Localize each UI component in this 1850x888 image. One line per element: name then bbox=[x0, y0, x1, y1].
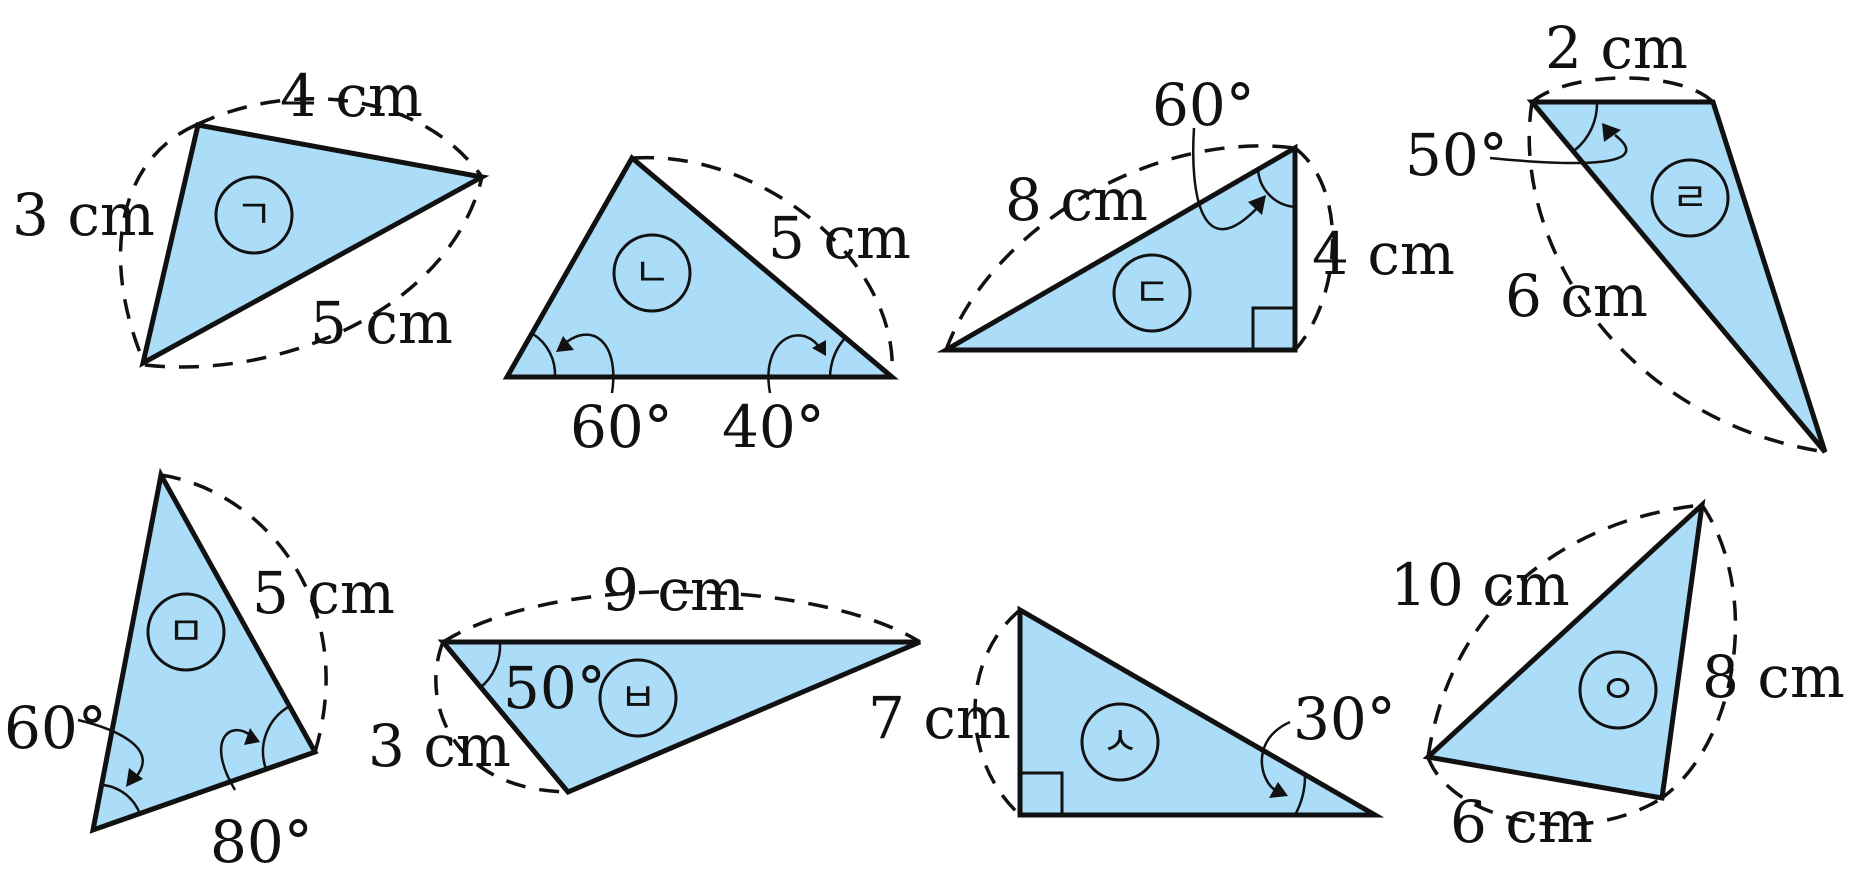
side-label: 6 cm bbox=[1505, 262, 1648, 330]
dimension-arc bbox=[442, 589, 921, 644]
triangle-bieup: ㅂ 9 cm 50° 3 cm bbox=[368, 556, 921, 796]
arrow-icon bbox=[1602, 123, 1621, 142]
side-label: 3 cm bbox=[12, 181, 155, 249]
triangle-shape bbox=[502, 154, 899, 380]
tag-mieum: ㅁ bbox=[168, 609, 205, 655]
side-label: 2 cm bbox=[1545, 14, 1688, 82]
side-label: 4 cm bbox=[1312, 220, 1455, 288]
dimension-arc bbox=[633, 155, 894, 378]
angle-label: 40° bbox=[722, 393, 825, 461]
dimension-arc bbox=[1293, 146, 1335, 352]
right-angle-mark bbox=[1251, 306, 1297, 352]
tag-circle bbox=[1650, 158, 1730, 238]
triangle-shape bbox=[1017, 605, 1385, 818]
tag-ieung: ㅇ bbox=[1600, 667, 1637, 713]
angle-label: 60° bbox=[4, 694, 107, 762]
angle-leader bbox=[1489, 134, 1628, 165]
side-label: 4 cm bbox=[280, 62, 423, 130]
tag-digeut: ㄷ bbox=[1134, 270, 1171, 316]
arrow-icon bbox=[1269, 782, 1288, 798]
tag-circle bbox=[598, 658, 678, 738]
triangle-shape bbox=[437, 639, 921, 796]
angle-label: 50° bbox=[1405, 121, 1508, 189]
angle-arc bbox=[261, 704, 291, 770]
tag-rieul: ㄹ bbox=[1672, 175, 1709, 221]
angle-arc bbox=[532, 332, 557, 378]
side-label: 5 cm bbox=[768, 204, 911, 272]
triangle-shape bbox=[89, 467, 319, 834]
tag-siot: ㅅ bbox=[1102, 719, 1139, 765]
triangle-giyeok: ㄱ 3 cm 4 cm 5 cm bbox=[12, 62, 490, 369]
angle-label: 30° bbox=[1293, 685, 1396, 753]
side-label: 5 cm bbox=[310, 289, 453, 357]
tag-circle bbox=[214, 175, 294, 255]
angle-leader bbox=[561, 333, 615, 394]
angle-label: 60° bbox=[570, 393, 673, 461]
tag-circle bbox=[1112, 253, 1192, 333]
side-label: 7 cm bbox=[868, 684, 1011, 752]
dimension-arc bbox=[973, 608, 1022, 817]
tag-bieup: ㅂ bbox=[620, 675, 657, 721]
triangle-rieul: ㄹ 2 cm 50° 6 cm bbox=[1405, 14, 1828, 454]
side-label: 5 cm bbox=[252, 559, 395, 627]
angle-leader bbox=[219, 729, 251, 791]
tag-circle bbox=[146, 592, 226, 672]
angle-arc bbox=[102, 783, 142, 815]
triangle-mieum: ㅁ 5 cm 60° 80° bbox=[4, 467, 395, 876]
angle-arc bbox=[1293, 775, 1307, 816]
triangle-digeut: ㄷ 60° 8 cm 4 cm bbox=[936, 71, 1455, 353]
angle-arc bbox=[479, 641, 502, 689]
dimension-arc bbox=[195, 97, 484, 179]
dimension-arc bbox=[1530, 76, 1715, 104]
triangle-ieung: ㅇ 10 cm 8 cm 6 cm bbox=[1390, 498, 1845, 856]
angle-label: 80° bbox=[210, 808, 313, 876]
angle-label: 60° bbox=[1152, 71, 1255, 139]
angle-arc bbox=[828, 337, 846, 378]
side-label: 10 cm bbox=[1390, 551, 1570, 619]
angle-arc bbox=[1256, 167, 1296, 209]
arrow-icon bbox=[126, 768, 143, 787]
triangle-shape bbox=[936, 143, 1298, 353]
angle-leader bbox=[767, 334, 822, 394]
dimension-arc bbox=[1527, 101, 1826, 454]
tag-circle bbox=[612, 233, 692, 313]
dimension-arc bbox=[1426, 756, 1663, 827]
side-label: 9 cm bbox=[602, 556, 745, 624]
angle-leader bbox=[1191, 127, 1261, 231]
triangle-shape bbox=[139, 122, 490, 368]
triangle-shape bbox=[1526, 99, 1828, 454]
side-label: 3 cm bbox=[368, 712, 511, 780]
tag-nieun: ㄴ bbox=[634, 250, 671, 296]
right-angle-mark bbox=[1018, 771, 1064, 817]
angle-arc bbox=[1574, 101, 1599, 151]
dimension-arc bbox=[944, 144, 1296, 351]
tag-circle bbox=[1578, 650, 1658, 730]
triangle-siot: ㅅ 7 cm 30° bbox=[868, 605, 1396, 818]
angle-label: 50° bbox=[503, 654, 606, 722]
tag-circle bbox=[1080, 702, 1160, 782]
dimension-arc bbox=[144, 176, 484, 369]
tag-giyeok: ㄱ bbox=[236, 192, 273, 238]
dimension-arc bbox=[160, 473, 328, 753]
arrow-icon bbox=[556, 336, 574, 352]
triangle-nieun: ㄴ 5 cm 60° 40° bbox=[502, 154, 911, 461]
dimension-arc bbox=[1660, 504, 1738, 800]
dimension-arc bbox=[1426, 503, 1703, 758]
side-label: 6 cm bbox=[1450, 788, 1593, 856]
arrow-icon bbox=[244, 728, 260, 745]
angle-leader bbox=[77, 718, 144, 779]
arrow-icon bbox=[812, 340, 826, 356]
side-label: 8 cm bbox=[1702, 643, 1845, 711]
angle-leader bbox=[1260, 720, 1291, 792]
side-label: 8 cm bbox=[1005, 166, 1148, 234]
arrow-icon bbox=[1248, 195, 1266, 215]
